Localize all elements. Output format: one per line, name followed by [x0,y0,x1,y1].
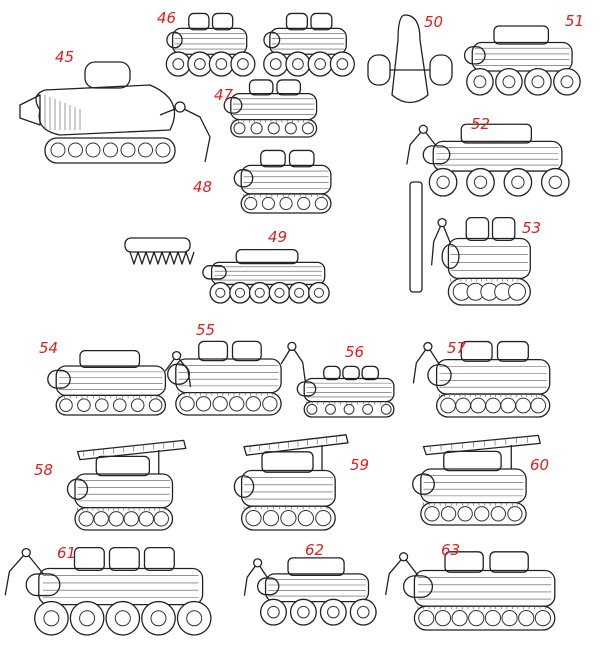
label-50: 50 [424,13,443,31]
label-59: 59 [350,456,369,474]
vehicle-55 [167,340,307,416]
vehicle-53-drill [409,181,423,293]
vehicle-60 [412,434,541,526]
vehicle-45-submarine [19,61,211,164]
label-58: 58 [34,461,53,479]
label-60: 60 [530,456,549,474]
vehicle-51 [463,25,581,96]
label-62: 62 [305,541,324,559]
label-49: 49 [268,228,287,246]
vehicle-sketches [4,12,581,636]
vehicle-46b [263,12,355,77]
label-48: 48 [193,178,212,196]
vehicle-52 [406,123,570,197]
label-47: 47 [214,86,234,104]
sketch-numbers: 45 46 47 48 49 50 51 52 53 54 55 56 57 5… [34,9,584,562]
vehicle-61 [4,546,212,636]
label-45: 45 [55,48,74,66]
label-54: 54 [39,339,58,357]
vehicle-57 [412,340,551,418]
label-51: 51 [565,12,584,30]
vehicle-59 [233,434,349,531]
label-63: 63 [441,541,460,559]
vehicle-49 [124,237,195,265]
label-61: 61 [57,544,76,562]
label-53: 53 [522,219,541,237]
vehicle-58 [66,439,187,531]
vehicle-47 [223,79,318,138]
vehicle-56 [296,365,395,418]
vehicle-49-apc [202,248,330,304]
vehicle-54 [47,349,192,416]
vehicle-62 [243,557,377,626]
vehicle-48 [233,149,332,214]
label-55: 55 [196,321,215,339]
label-57: 57 [447,339,467,357]
label-46: 46 [157,9,176,27]
vehicle-50 [367,14,453,104]
label-52: 52 [471,115,490,133]
vehicle-53 [430,216,531,306]
vehicle-46a [165,12,256,77]
vehicle-63 [384,551,556,631]
label-56: 56 [345,343,364,361]
